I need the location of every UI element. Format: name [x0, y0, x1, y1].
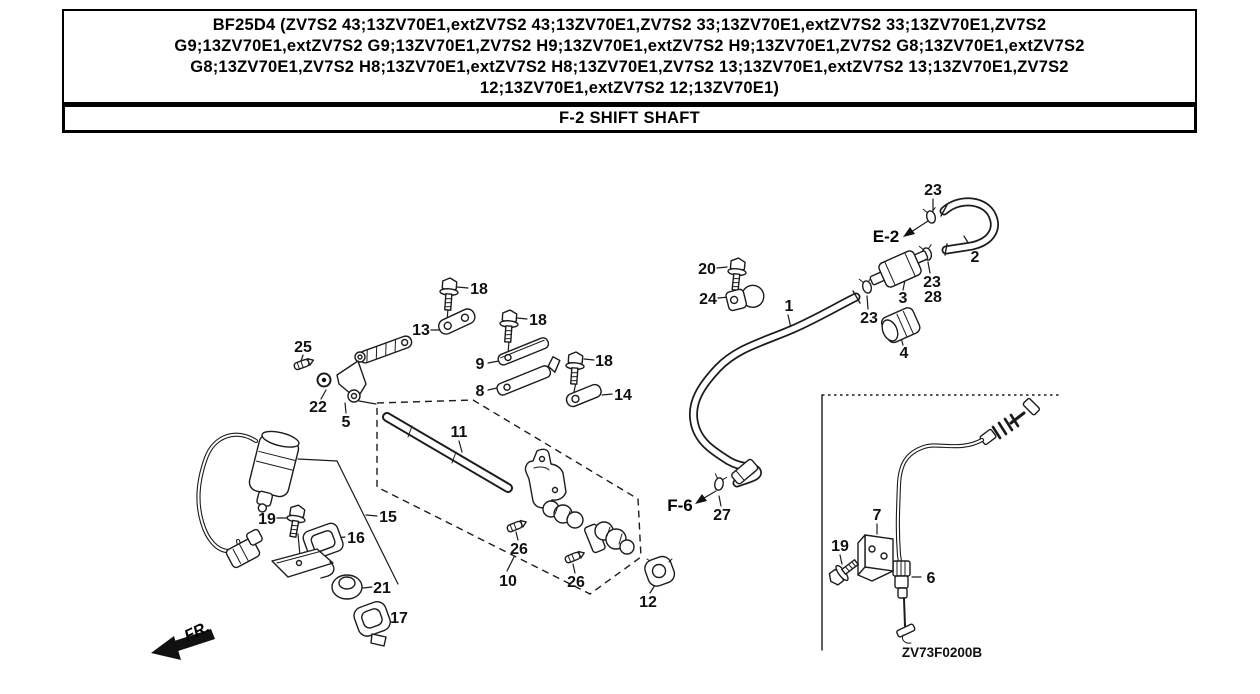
part-label-23: 23	[923, 274, 941, 291]
part-label-20: 20	[698, 261, 716, 278]
part-label-23: 23	[924, 182, 942, 199]
part-label-10: 10	[499, 573, 517, 590]
section-ref-f-6: F-6	[667, 496, 693, 515]
hose-clamp-24	[725, 284, 765, 312]
pin-25	[292, 356, 316, 372]
fuel-hose-2	[939, 197, 999, 256]
part-label-5: 5	[342, 414, 351, 431]
bolt-18-a	[438, 276, 460, 312]
model-title: BF25D4 (ZV7S2 43;13ZV70E1,extZV7S2 43;13…	[62, 9, 1197, 104]
part-label-21: 21	[373, 580, 391, 597]
inset-box	[821, 394, 1062, 651]
e2-arrow	[903, 220, 929, 237]
cable-bracket-16	[271, 522, 344, 579]
part-label-19: 19	[831, 538, 849, 555]
part-label-9: 9	[476, 356, 485, 373]
bushing-12	[644, 555, 676, 587]
part-label-8: 8	[476, 383, 485, 400]
part-label-23: 23	[860, 310, 878, 327]
plate-8	[496, 356, 561, 396]
part-label-26: 26	[567, 574, 585, 591]
hose-clip-27	[711, 472, 728, 492]
shaft-joint-a	[542, 500, 584, 529]
grommet-21	[331, 574, 363, 600]
section-ref-e-2: E-2	[873, 227, 899, 246]
plate-13	[438, 308, 476, 335]
part-label-7: 7	[873, 507, 882, 524]
part-label-17: 17	[390, 610, 408, 627]
part-label-27: 27	[713, 507, 731, 524]
shift-cable-6	[892, 397, 1041, 644]
part-label-22: 22	[309, 399, 327, 416]
group-outline-15	[297, 458, 399, 585]
fr-direction-arrow	[151, 629, 215, 660]
label-layer: 1234567891011121314151617181818191920212…	[182, 182, 983, 660]
part-label-3: 3	[899, 290, 908, 307]
shaft-bracket	[524, 448, 567, 509]
part-label-18: 18	[595, 353, 613, 370]
part-label-18: 18	[529, 312, 547, 329]
shift-hose-1	[688, 290, 861, 488]
section-title: F-2 SHIFT SHAFT	[62, 104, 1197, 133]
bolt-19-left	[283, 502, 308, 539]
washer-22	[316, 372, 332, 388]
group-outline-10	[376, 399, 642, 595]
part-label-18: 18	[470, 281, 488, 298]
part-label-2: 2	[971, 249, 980, 266]
joint-4	[880, 307, 921, 344]
part-label-14: 14	[614, 387, 632, 404]
cable-bracket-7	[857, 534, 894, 582]
f6-arrow	[695, 490, 717, 504]
bolt-18-b	[498, 308, 520, 344]
part-label-19: 19	[258, 511, 276, 528]
part-label-11: 11	[451, 424, 468, 441]
bolt-20	[725, 256, 749, 292]
part-label-13: 13	[412, 322, 430, 339]
shift-rod-11	[382, 412, 513, 493]
part-label-4: 4	[900, 345, 909, 362]
part-label-12: 12	[639, 594, 657, 611]
shaft-joint-b	[583, 521, 635, 555]
part-label-16: 16	[347, 530, 365, 547]
part-label-25: 25	[294, 339, 312, 356]
fuel-filter-3	[869, 250, 929, 288]
part-label-6: 6	[927, 570, 936, 587]
pin-26-b	[563, 548, 587, 565]
part-label-15: 15	[379, 509, 397, 526]
drawing-code: ZV73F0200B	[902, 645, 983, 660]
bolt-18-c	[564, 350, 586, 386]
neutral-switch-15	[196, 430, 300, 569]
bolt-19-right	[824, 554, 863, 590]
plate-9	[497, 337, 550, 366]
plate-14	[565, 383, 602, 408]
part-label-24: 24	[699, 291, 717, 308]
part-label-26: 26	[510, 541, 528, 558]
cushion-17	[353, 600, 391, 647]
shift-arm-5	[336, 335, 413, 403]
part-label-28: 28	[924, 289, 942, 306]
hose-clamp-23-top	[922, 205, 940, 226]
pin-26-a	[505, 517, 529, 534]
part-label-1: 1	[785, 298, 794, 315]
